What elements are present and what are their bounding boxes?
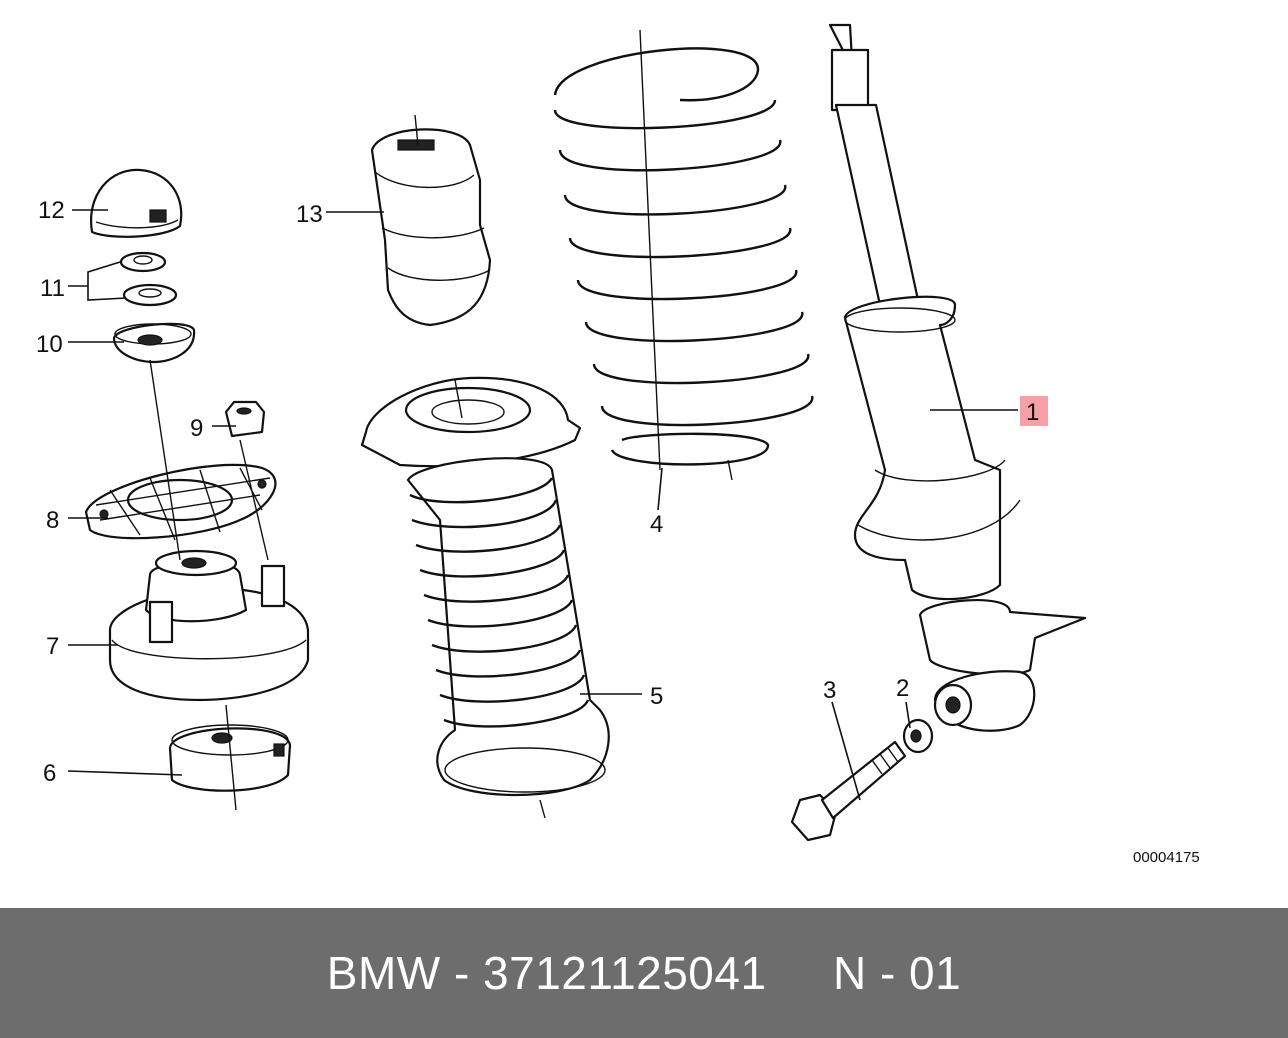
part-11-nuts[interactable] [119,251,178,307]
part-9-nut[interactable] [224,400,266,438]
part-13-bump-stop[interactable] [370,114,492,327]
callout-11[interactable]: 11 [40,275,65,302]
part-number-caption: BMW - 37121125041 N - 01 [326,947,962,999]
callout-10[interactable]: 10 [36,331,63,358]
part-1-shock-absorber[interactable] [828,23,1087,732]
part-3-bolt[interactable] [790,740,907,842]
part-5-bellows[interactable] [360,376,610,819]
reference-number: 00004175 [1133,849,1200,866]
callout-1[interactable]: 1 [1026,399,1039,426]
part-8-gasket[interactable] [84,463,277,541]
callout-6[interactable]: 6 [43,760,56,787]
callout-1-highlight [1020,396,1048,426]
part-7-strut-mount[interactable] [108,549,310,702]
callout-13[interactable]: 13 [296,201,323,228]
callout-12[interactable]: 12 [38,197,65,224]
parts-diagram: 1 2 3 4 5 6 7 8 9 10 11 12 13 00004175 [36,23,1200,866]
part-12-cap[interactable] [89,168,183,238]
callout-3[interactable]: 3 [823,677,836,704]
callout-8[interactable]: 8 [46,507,59,534]
part-10-cup-washer[interactable] [112,322,196,364]
callout-7[interactable]: 7 [46,633,59,660]
callout-4[interactable]: 4 [650,511,663,538]
part-4-coil-spring[interactable] [553,29,814,481]
callout-2[interactable]: 2 [896,675,909,702]
part-6-lower-cup[interactable] [168,724,292,792]
callout-9[interactable]: 9 [190,415,203,442]
callout-5[interactable]: 5 [650,683,663,710]
footer-bar: BMW - 37121125041 N - 01 [0,908,1288,1038]
part-2-washer[interactable] [902,718,934,754]
leader-lines [67,209,1018,801]
axis-line-left [149,359,269,811]
